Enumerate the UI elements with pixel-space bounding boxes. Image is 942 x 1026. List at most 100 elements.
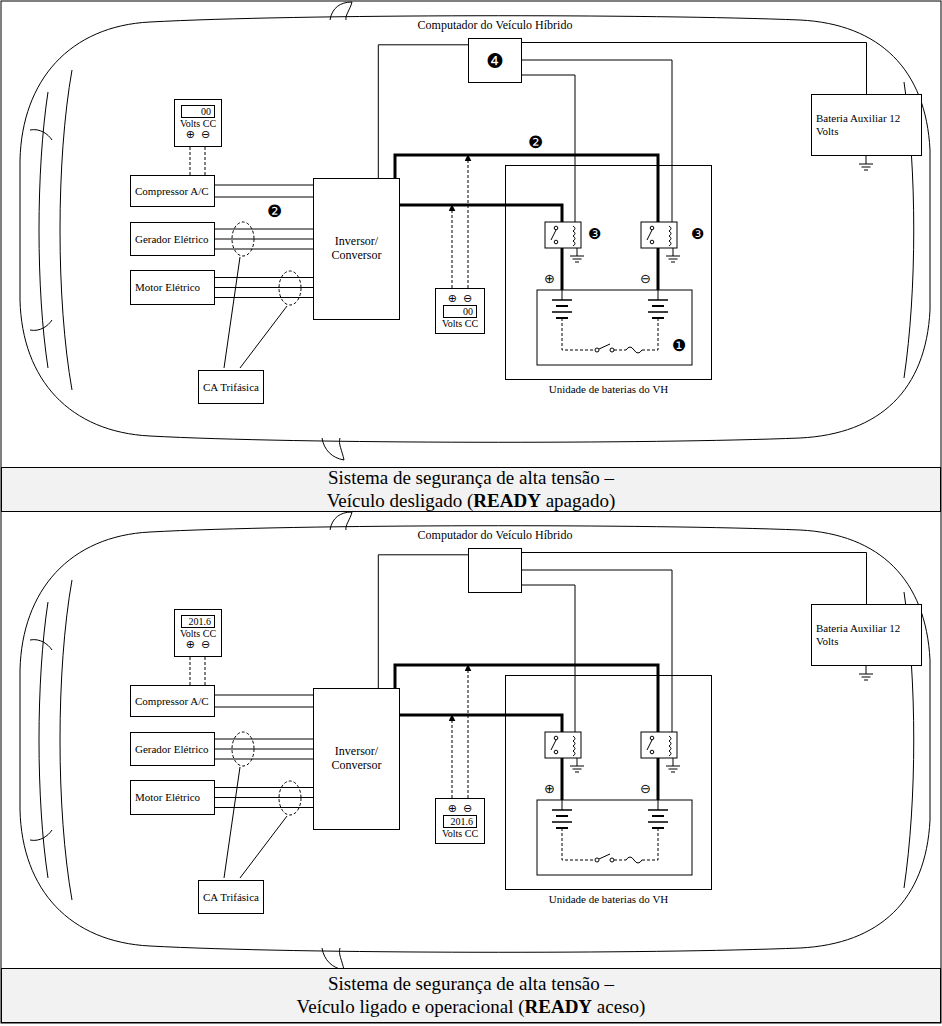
callout-number: ❸ — [587, 227, 602, 242]
component-box: Motor Elétrico — [130, 780, 215, 815]
voltmeter: 201.6Volts CC⊕⊖ — [174, 609, 222, 657]
caption-band: Sistema de segurança de alta tensão – Ve… — [1, 968, 941, 1023]
meter-row: Volts CC — [442, 318, 478, 329]
callout-number: ❹ — [486, 51, 504, 71]
wire-line — [215, 807, 313, 808]
caption-emphasis: READY — [525, 996, 593, 1017]
computer-box: Computador do Veículo Híbrido❹ — [468, 38, 522, 83]
meter-display: 201.6 — [443, 815, 477, 828]
meter-label: ⊖ — [463, 293, 472, 305]
caption-emphasis: READY — [473, 490, 541, 511]
box-label: Motor Elétrico — [135, 281, 210, 294]
meter-label: Volts CC — [180, 628, 216, 639]
wire-connector — [215, 739, 313, 759]
meter-label: ⊕ — [448, 293, 457, 305]
voltmeter: 00Volts CC⊕⊖ — [174, 99, 222, 147]
component-box: Compressor A/C — [130, 175, 215, 207]
box-label: Gerador Elétrico — [135, 743, 210, 756]
box-label: Bateria Auxiliar 12 Volts — [816, 112, 917, 137]
meter-row: ⊕⊖ — [448, 293, 472, 305]
battery-unit: Unidade de baterias do VH — [505, 675, 712, 890]
inverter-box: Inversor/ Conversor — [313, 688, 400, 830]
wire-line — [215, 185, 313, 186]
meter-row: Volts CC — [442, 828, 478, 839]
wire-line — [215, 277, 313, 278]
wire-line — [215, 695, 313, 696]
voltmeter: ⊕⊖201.6Volts CC — [435, 798, 485, 844]
component-box: Gerador Elétrico — [130, 732, 215, 766]
voltmeter: ⊕⊖00Volts CC — [435, 288, 485, 334]
polarity-mark: ⊕ — [543, 272, 556, 285]
inverter-box: Inversor/ Conversor — [313, 178, 400, 320]
wire-line — [215, 239, 313, 240]
meter-label: ⊖ — [201, 639, 210, 651]
wire-line — [215, 197, 313, 198]
wire-line — [215, 249, 313, 250]
callout-number: ❶ — [671, 338, 687, 354]
wire-connector — [215, 788, 313, 808]
callout-box: CA Trifásica — [198, 880, 264, 914]
wire-line — [215, 787, 313, 788]
meter-row: Volts CC — [180, 628, 216, 639]
box-label: Bateria Auxiliar 12 Volts — [816, 622, 917, 647]
caption-text: Sistema de segurança de alta tensão – Ve… — [211, 467, 731, 513]
meter-row: 201.6 — [443, 815, 477, 828]
box-heading: Computador do Veículo Híbrido — [418, 528, 573, 543]
box-label: CA Trifásica — [203, 891, 259, 904]
wire-line — [215, 739, 313, 740]
meter-display: 201.6 — [181, 615, 215, 628]
polarity-mark: ⊖ — [639, 782, 652, 795]
wire-line — [215, 749, 313, 750]
box-label: Inversor/ Conversor — [318, 745, 395, 773]
meter-row: ⊕⊖ — [186, 639, 210, 651]
wire-connector — [378, 45, 468, 178]
computer-box: Computador do Veículo Híbrido — [468, 548, 522, 593]
callout-number: ❸ — [690, 227, 705, 242]
wire-connector — [215, 185, 313, 197]
unit-label: Unidade de baterias do VH — [549, 383, 669, 395]
box-label: Motor Elétrico — [135, 791, 210, 804]
meter-row: ⊕⊖ — [186, 129, 210, 141]
meter-label: ⊖ — [201, 129, 210, 141]
box-heading: Computador do Veículo Híbrido — [418, 18, 573, 33]
component-box: Gerador Elétrico — [130, 222, 215, 256]
wire-line — [215, 707, 313, 708]
meter-row: 00 — [443, 305, 477, 318]
meter-label: Volts CC — [180, 118, 216, 129]
polarity-mark: ⊖ — [639, 272, 652, 285]
wire-connector — [215, 229, 313, 249]
wire-connector — [522, 43, 867, 95]
meter-row: ⊕⊖ — [448, 803, 472, 815]
box-label: Compressor A/C — [135, 185, 210, 198]
wire-line — [215, 297, 313, 298]
callout-box: CA Trifásica — [198, 370, 264, 404]
meter-display: 00 — [443, 305, 477, 318]
wire-connector — [215, 278, 313, 298]
wire-line — [215, 759, 313, 760]
wire-line — [215, 287, 313, 288]
meter-label: ⊕ — [186, 639, 195, 651]
wire-line — [378, 555, 468, 688]
box-label: Inversor/ Conversor — [318, 235, 395, 263]
wire-line — [522, 43, 867, 95]
polarity-mark: ⊕ — [543, 782, 556, 795]
callout-number: ❷ — [527, 134, 544, 151]
meter-label: ⊖ — [463, 803, 472, 815]
wire-connector — [378, 555, 468, 688]
meter-label: Volts CC — [442, 828, 478, 839]
wire-line — [215, 797, 313, 798]
meter-label: ⊕ — [186, 129, 195, 141]
meter-label: ⊕ — [448, 803, 457, 815]
meter-display: 00 — [181, 105, 215, 118]
callout-number: ❷ — [266, 203, 283, 220]
meter-label: Volts CC — [442, 318, 478, 329]
unit-label: Unidade de baterias do VH — [549, 893, 669, 905]
wire-line — [215, 229, 313, 230]
wire-line — [522, 553, 867, 605]
box-label: CA Trifásica — [203, 381, 259, 394]
component-box: Motor Elétrico — [130, 270, 215, 305]
box-label: Gerador Elétrico — [135, 233, 210, 246]
